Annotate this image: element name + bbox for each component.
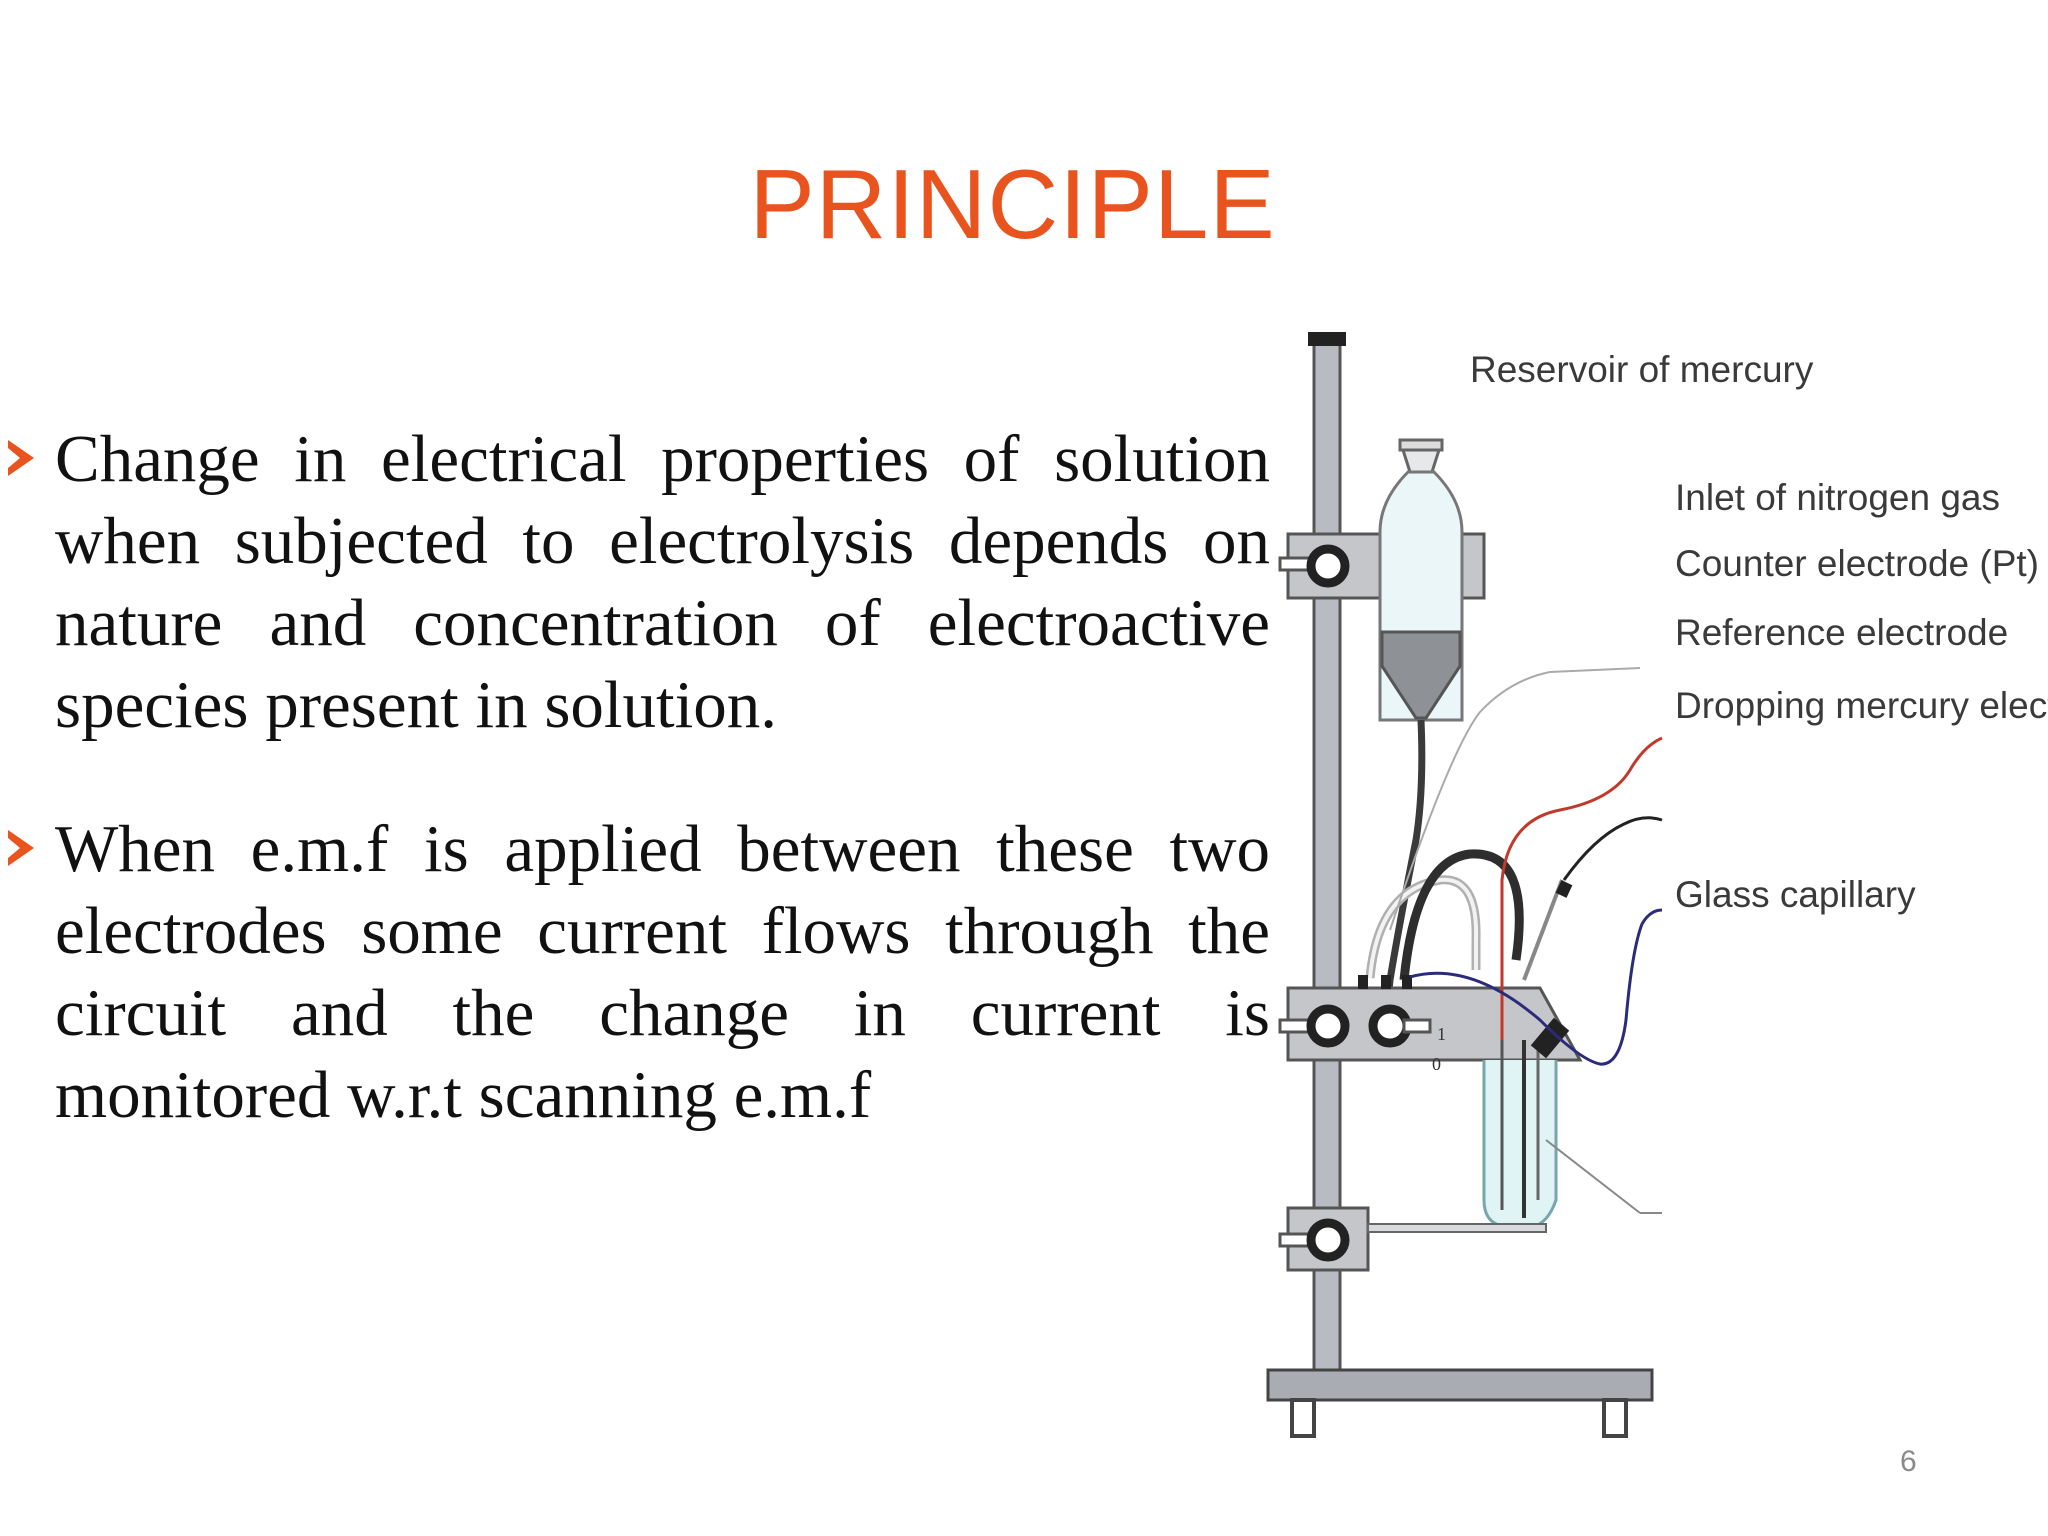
counter-wire — [1500, 736, 1663, 1040]
base-foot — [1290, 1398, 1316, 1438]
clamp-screw — [1278, 556, 1312, 572]
reservoir-tube — [1380, 719, 1426, 1041]
switch-label-on: 1 — [1437, 1024, 1446, 1044]
label-reservoir-of-mercury: Reservoir of mercury — [1470, 349, 1814, 390]
switch-knob-icon — [1368, 1004, 1412, 1048]
bullet-item: When e.m.f is applied between these two … — [0, 808, 1270, 1136]
switch-label-off: 0 — [1432, 1054, 1441, 1074]
electrolysis-cell — [1482, 1060, 1558, 1230]
clamp-knob-icon — [1306, 1218, 1350, 1262]
label-inlet-nitrogen: Inlet of nitrogen gas — [1675, 477, 2000, 518]
mercury-level — [1380, 630, 1462, 720]
clamp-knob-icon — [1306, 544, 1350, 588]
reference-electrode — [1522, 879, 1564, 981]
arrow-bullet-icon — [8, 830, 34, 866]
dropping-wire — [1409, 908, 1663, 1066]
label-dropping-mercury-electrode: Dropping mercury electrode — [1675, 685, 2048, 726]
leader-line — [1389, 667, 1641, 931]
page-number: 6 — [1900, 1445, 1917, 1478]
connector-tube — [1399, 849, 1524, 981]
cell-clamp — [1286, 986, 1583, 1062]
polarograph-apparatus-diagram: 1 0 Reservoir of mercury Inlet of nitrog… — [1266, 332, 2048, 1438]
bullet-list: Change in electrical properties of solut… — [0, 418, 1270, 1198]
bullet-item: Change in electrical properties of solut… — [0, 418, 1270, 746]
base-foot — [1602, 1398, 1628, 1438]
bullet-text: When e.m.f is applied between these two … — [55, 812, 1270, 1132]
bullet-text: Change in electrical properties of solut… — [55, 422, 1270, 742]
stand-base — [1266, 1368, 1654, 1402]
support-arm — [1367, 1223, 1547, 1233]
arrow-bullet-icon — [8, 440, 34, 476]
label-reference-electrode: Reference electrode — [1675, 612, 2008, 653]
clamp-knob-icon — [1306, 1004, 1350, 1048]
rod-cap — [1308, 332, 1346, 346]
label-glass-capillary: Glass capillary — [1675, 874, 1916, 915]
leader-line — [1545, 1139, 1641, 1214]
label-counter-electrode: Counter electrode (Pt) — [1675, 543, 2039, 584]
slide-title: PRINCIPLE — [749, 149, 1276, 259]
cell-clip — [1530, 1017, 1570, 1059]
reference-wire — [1562, 816, 1663, 881]
